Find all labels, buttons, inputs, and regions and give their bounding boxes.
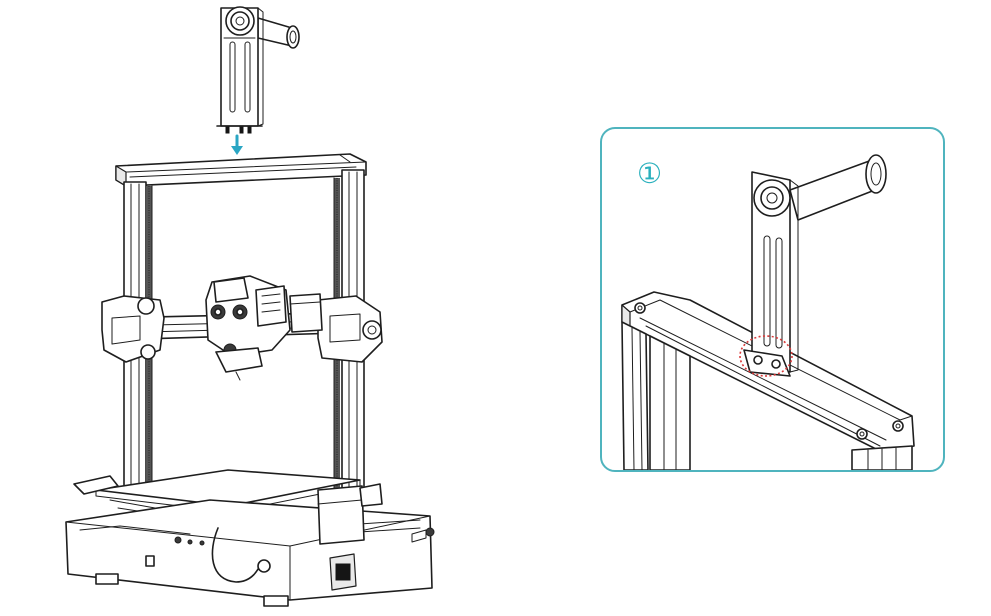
- print-head: [205, 275, 291, 381]
- printer-illustration: [65, 153, 435, 607]
- arrow-down-icon: [231, 134, 243, 155]
- spool-holder-part: [216, 6, 300, 134]
- top-frame-bar: [115, 153, 367, 187]
- detail-right-upright: [851, 445, 913, 470]
- printer-base: [65, 483, 435, 607]
- detail-left-upright: [621, 321, 691, 470]
- detail-callout: ①: [600, 127, 945, 472]
- detail-spool-holder: [743, 154, 887, 377]
- step-number: ①: [637, 157, 662, 190]
- highlight-circle: [739, 335, 793, 377]
- heated-bed: [73, 469, 361, 523]
